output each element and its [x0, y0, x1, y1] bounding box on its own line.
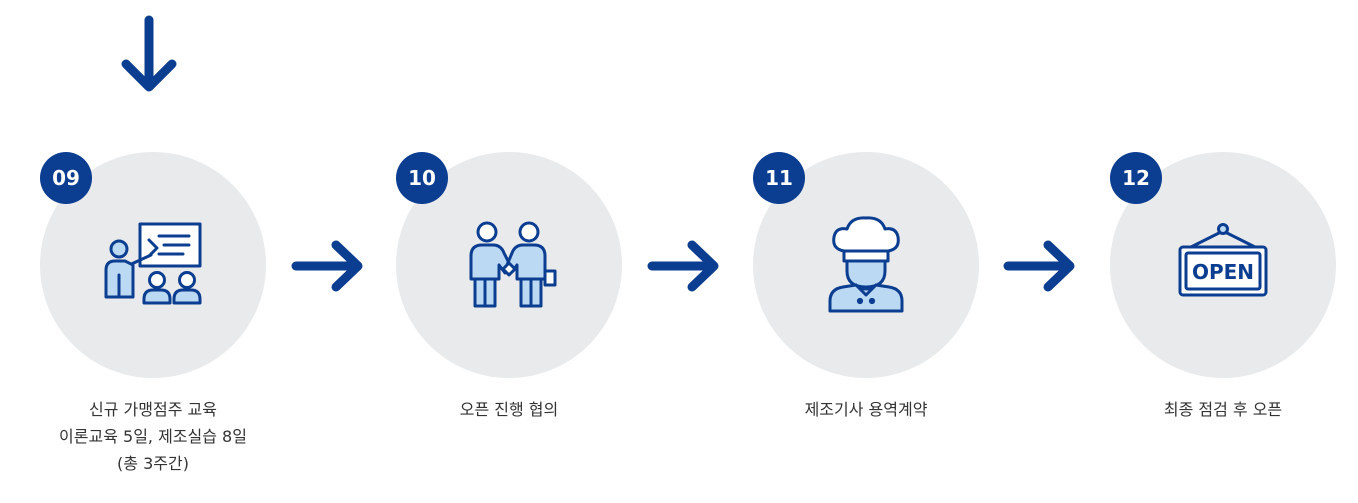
- right-arrow-icon: [1003, 240, 1075, 292]
- open-sign-text: OPEN: [1192, 260, 1254, 284]
- step-number-badge: 11: [753, 152, 805, 204]
- open-sign-icon: OPEN: [1178, 223, 1268, 297]
- step-number-badge: 12: [1110, 152, 1162, 204]
- caption-line: 최종 점검 후 오픈: [1163, 400, 1283, 419]
- step-caption: 제조기사 용역계약: [713, 396, 1019, 423]
- step-number-badge: 10: [396, 152, 448, 204]
- caption-line: (총 3주간): [117, 454, 189, 473]
- chef-icon: [828, 216, 904, 313]
- step-caption: 신규 가맹점주 교육 이론교육 5일, 제조실습 8일 (총 3주간): [0, 396, 306, 477]
- step-caption: 최종 점검 후 오픈: [1070, 396, 1358, 423]
- caption-line: 신규 가맹점주 교육: [89, 400, 217, 419]
- caption-line: 오픈 진행 협의: [459, 400, 559, 419]
- down-arrow-icon: [121, 15, 177, 92]
- training-presentation-icon: [104, 222, 202, 305]
- right-arrow-icon: [647, 240, 719, 292]
- caption-line: 제조기사 용역계약: [804, 400, 928, 419]
- right-arrow-icon: [291, 240, 363, 292]
- step-caption: 오픈 진행 협의: [356, 396, 662, 423]
- step-number-badge: 09: [40, 152, 92, 204]
- handshake-icon: [469, 221, 557, 308]
- caption-line: 이론교육 5일, 제조실습 8일: [59, 427, 247, 446]
